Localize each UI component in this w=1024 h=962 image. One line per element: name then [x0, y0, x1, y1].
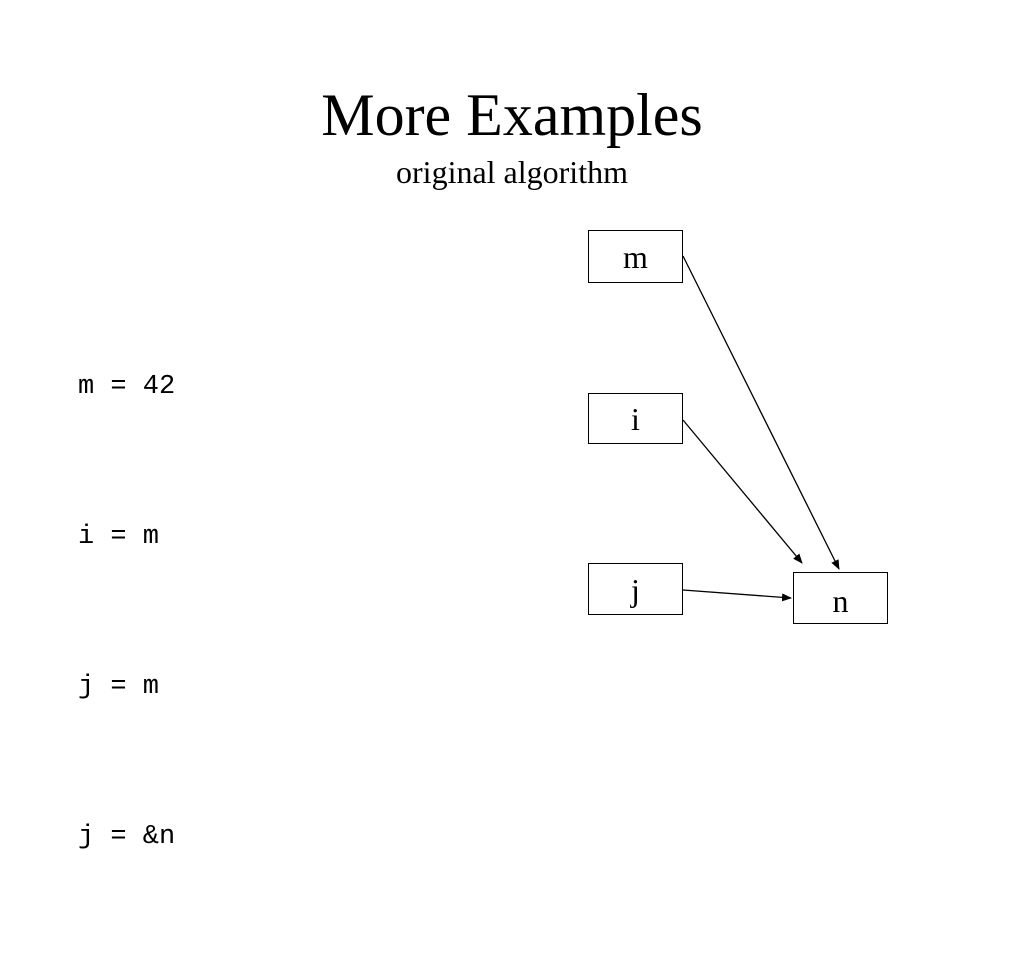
- node-j: j: [588, 563, 683, 615]
- code-block: m = 42 i = m j = m j = &n: [78, 262, 175, 962]
- node-m-label: m: [623, 239, 648, 275]
- slide-title: More Examples: [321, 82, 703, 148]
- code-line: i = m: [78, 522, 160, 552]
- code-line: j = &n: [78, 822, 176, 852]
- slide-subtitle: original algorithm: [396, 154, 628, 190]
- slide: More Examples original algorithm m = 42 …: [78, 82, 888, 852]
- node-n: n: [793, 572, 888, 624]
- code-line: m = 42: [78, 372, 176, 402]
- arrow-m-to-n: [682, 255, 840, 570]
- arrow-j-to-n: [682, 589, 792, 602]
- node-i-label: i: [631, 401, 640, 437]
- code-line: j = m: [78, 672, 160, 702]
- node-m: m: [588, 230, 683, 283]
- node-j-label: j: [631, 572, 640, 608]
- node-i: i: [588, 393, 683, 444]
- arrow-i-to-n: [682, 419, 803, 564]
- node-n-label: n: [832, 583, 849, 619]
